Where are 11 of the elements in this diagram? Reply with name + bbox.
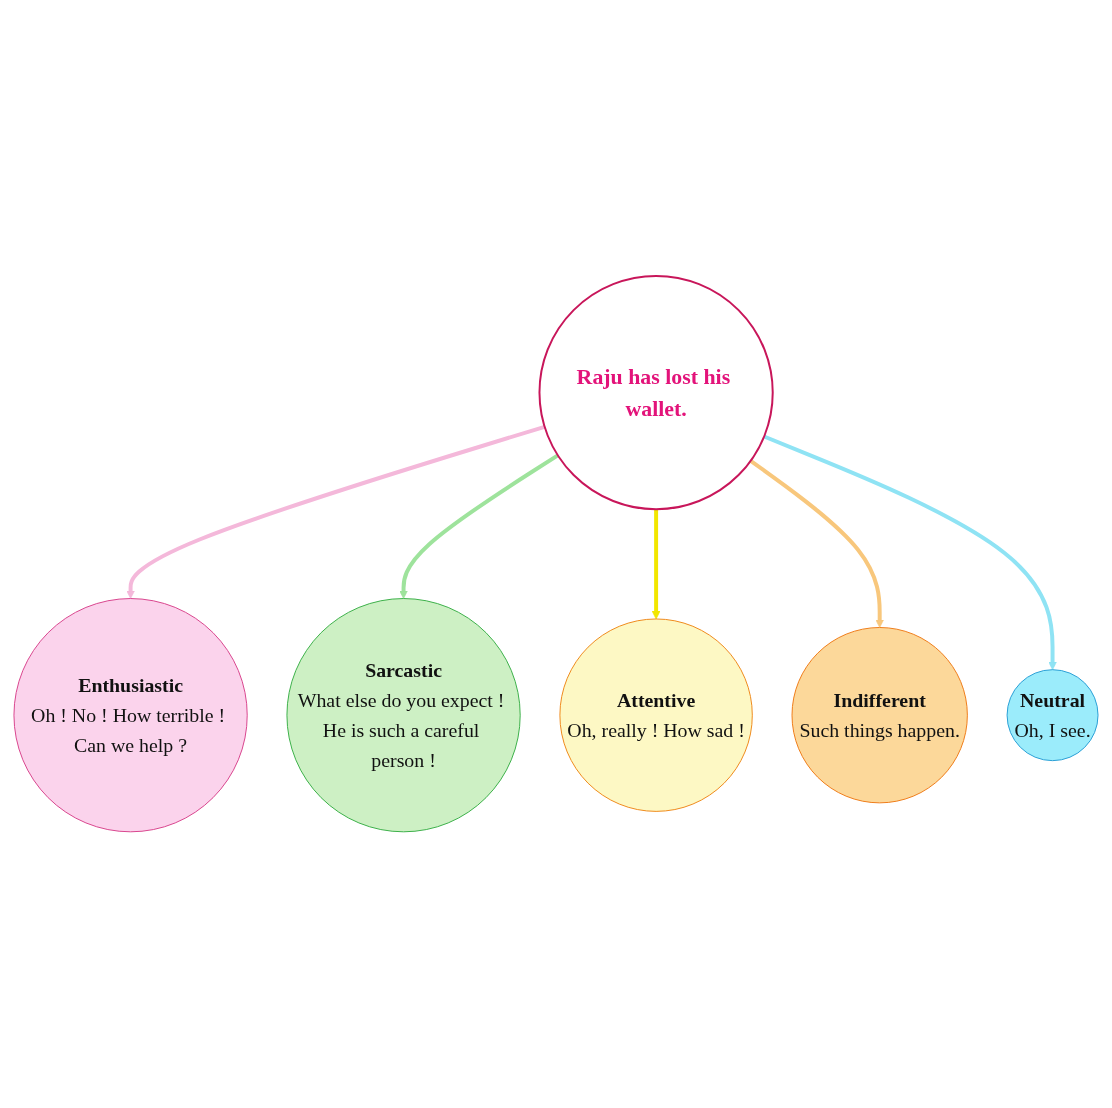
node-circle: Raju has lost his wallet.: [538, 275, 774, 511]
arrow: [126, 425, 546, 600]
node-circle: Sarcastic What else do you expect ! He is such a careful person !: [286, 598, 521, 833]
node-circle: Enthusiastic Oh ! No ! How terrible ! Can we help ?: [13, 598, 248, 833]
node-circle: Attentive Oh, really ! How sad !: [559, 618, 753, 812]
node-circle: Indifferent Such things happen.: [791, 627, 968, 804]
arrow: [763, 434, 1057, 671]
arrow: [749, 459, 885, 628]
arrow: [399, 453, 559, 600]
arrow: [651, 509, 661, 620]
node-circle: Neutral Oh, I see.: [1006, 669, 1099, 762]
